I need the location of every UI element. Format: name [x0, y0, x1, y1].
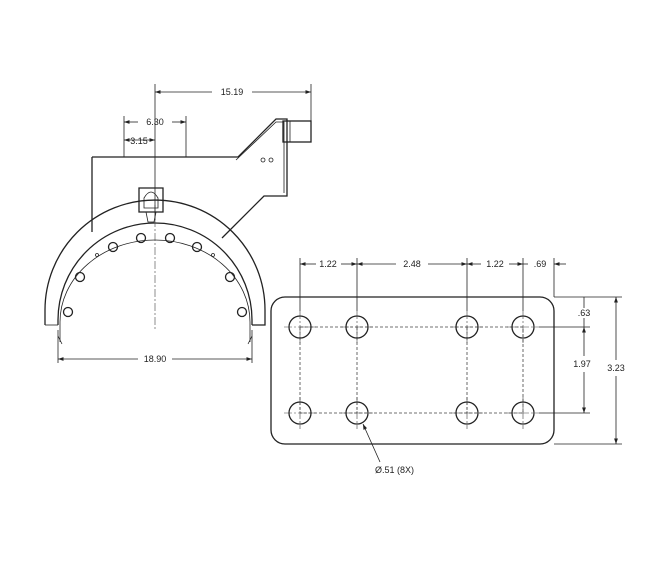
dim-y2: 1.97: [573, 327, 591, 413]
dim-overall-label: 15.19: [221, 87, 244, 97]
dim-x4-label: .69: [534, 259, 547, 269]
plate-hole: [341, 397, 373, 429]
hole-callout-label: Ø.51 (8X): [375, 465, 414, 475]
dim-x1-label: 1.22: [319, 259, 337, 269]
dim-mid-label: 6.30: [146, 117, 164, 127]
dim-x3: 1.22: [467, 259, 523, 269]
dim-y2-label: 1.97: [573, 359, 591, 369]
dim-y3: 3.23: [607, 297, 625, 444]
mount-hole: [268, 157, 274, 163]
dim-small-label: 3.15: [130, 136, 148, 146]
dim-width: 18.90: [57, 330, 253, 364]
dim-x4: .69: [523, 259, 566, 269]
plate-outline: [270, 296, 555, 445]
plate-hole: [507, 311, 539, 343]
plate-hole: [284, 397, 316, 429]
dim-x2-label: 2.48: [403, 259, 421, 269]
dim-x1: 1.22: [300, 259, 357, 269]
plate-hole: [341, 311, 373, 343]
dim-y1: .63: [578, 297, 591, 327]
dim-y3-label: 3.23: [607, 363, 625, 373]
plate-hole: [284, 311, 316, 343]
bracket-slot: [235, 121, 285, 193]
mounting-tab: [282, 120, 312, 143]
dim-small: 3.15: [124, 136, 155, 146]
mount-hole: [260, 157, 266, 163]
ring-bolt-holes: [62, 232, 248, 318]
dim-overall: 15.19: [154, 84, 312, 220]
dim-x2: 2.48: [357, 259, 467, 269]
plate-hole: [451, 397, 483, 429]
plate-view: 1.22 2.48 1.22 .69 .63: [270, 258, 625, 475]
hole-callout: Ø.51 (8X): [362, 423, 414, 475]
dim-width-label: 18.90: [144, 354, 167, 364]
dim-y1-label: .63: [578, 308, 591, 318]
bracket-outline: [91, 118, 288, 239]
dim-x3-label: 1.22: [486, 259, 504, 269]
ring-outer: [44, 199, 266, 326]
plate-holes: [284, 311, 539, 429]
dim-mid: 6.30: [123, 116, 187, 157]
plate-hole: [507, 397, 539, 429]
side-view: 15.19 6.30 3.15 18.90: [44, 84, 312, 364]
bolt-pattern: [299, 326, 524, 414]
plate-hole: [451, 311, 483, 343]
